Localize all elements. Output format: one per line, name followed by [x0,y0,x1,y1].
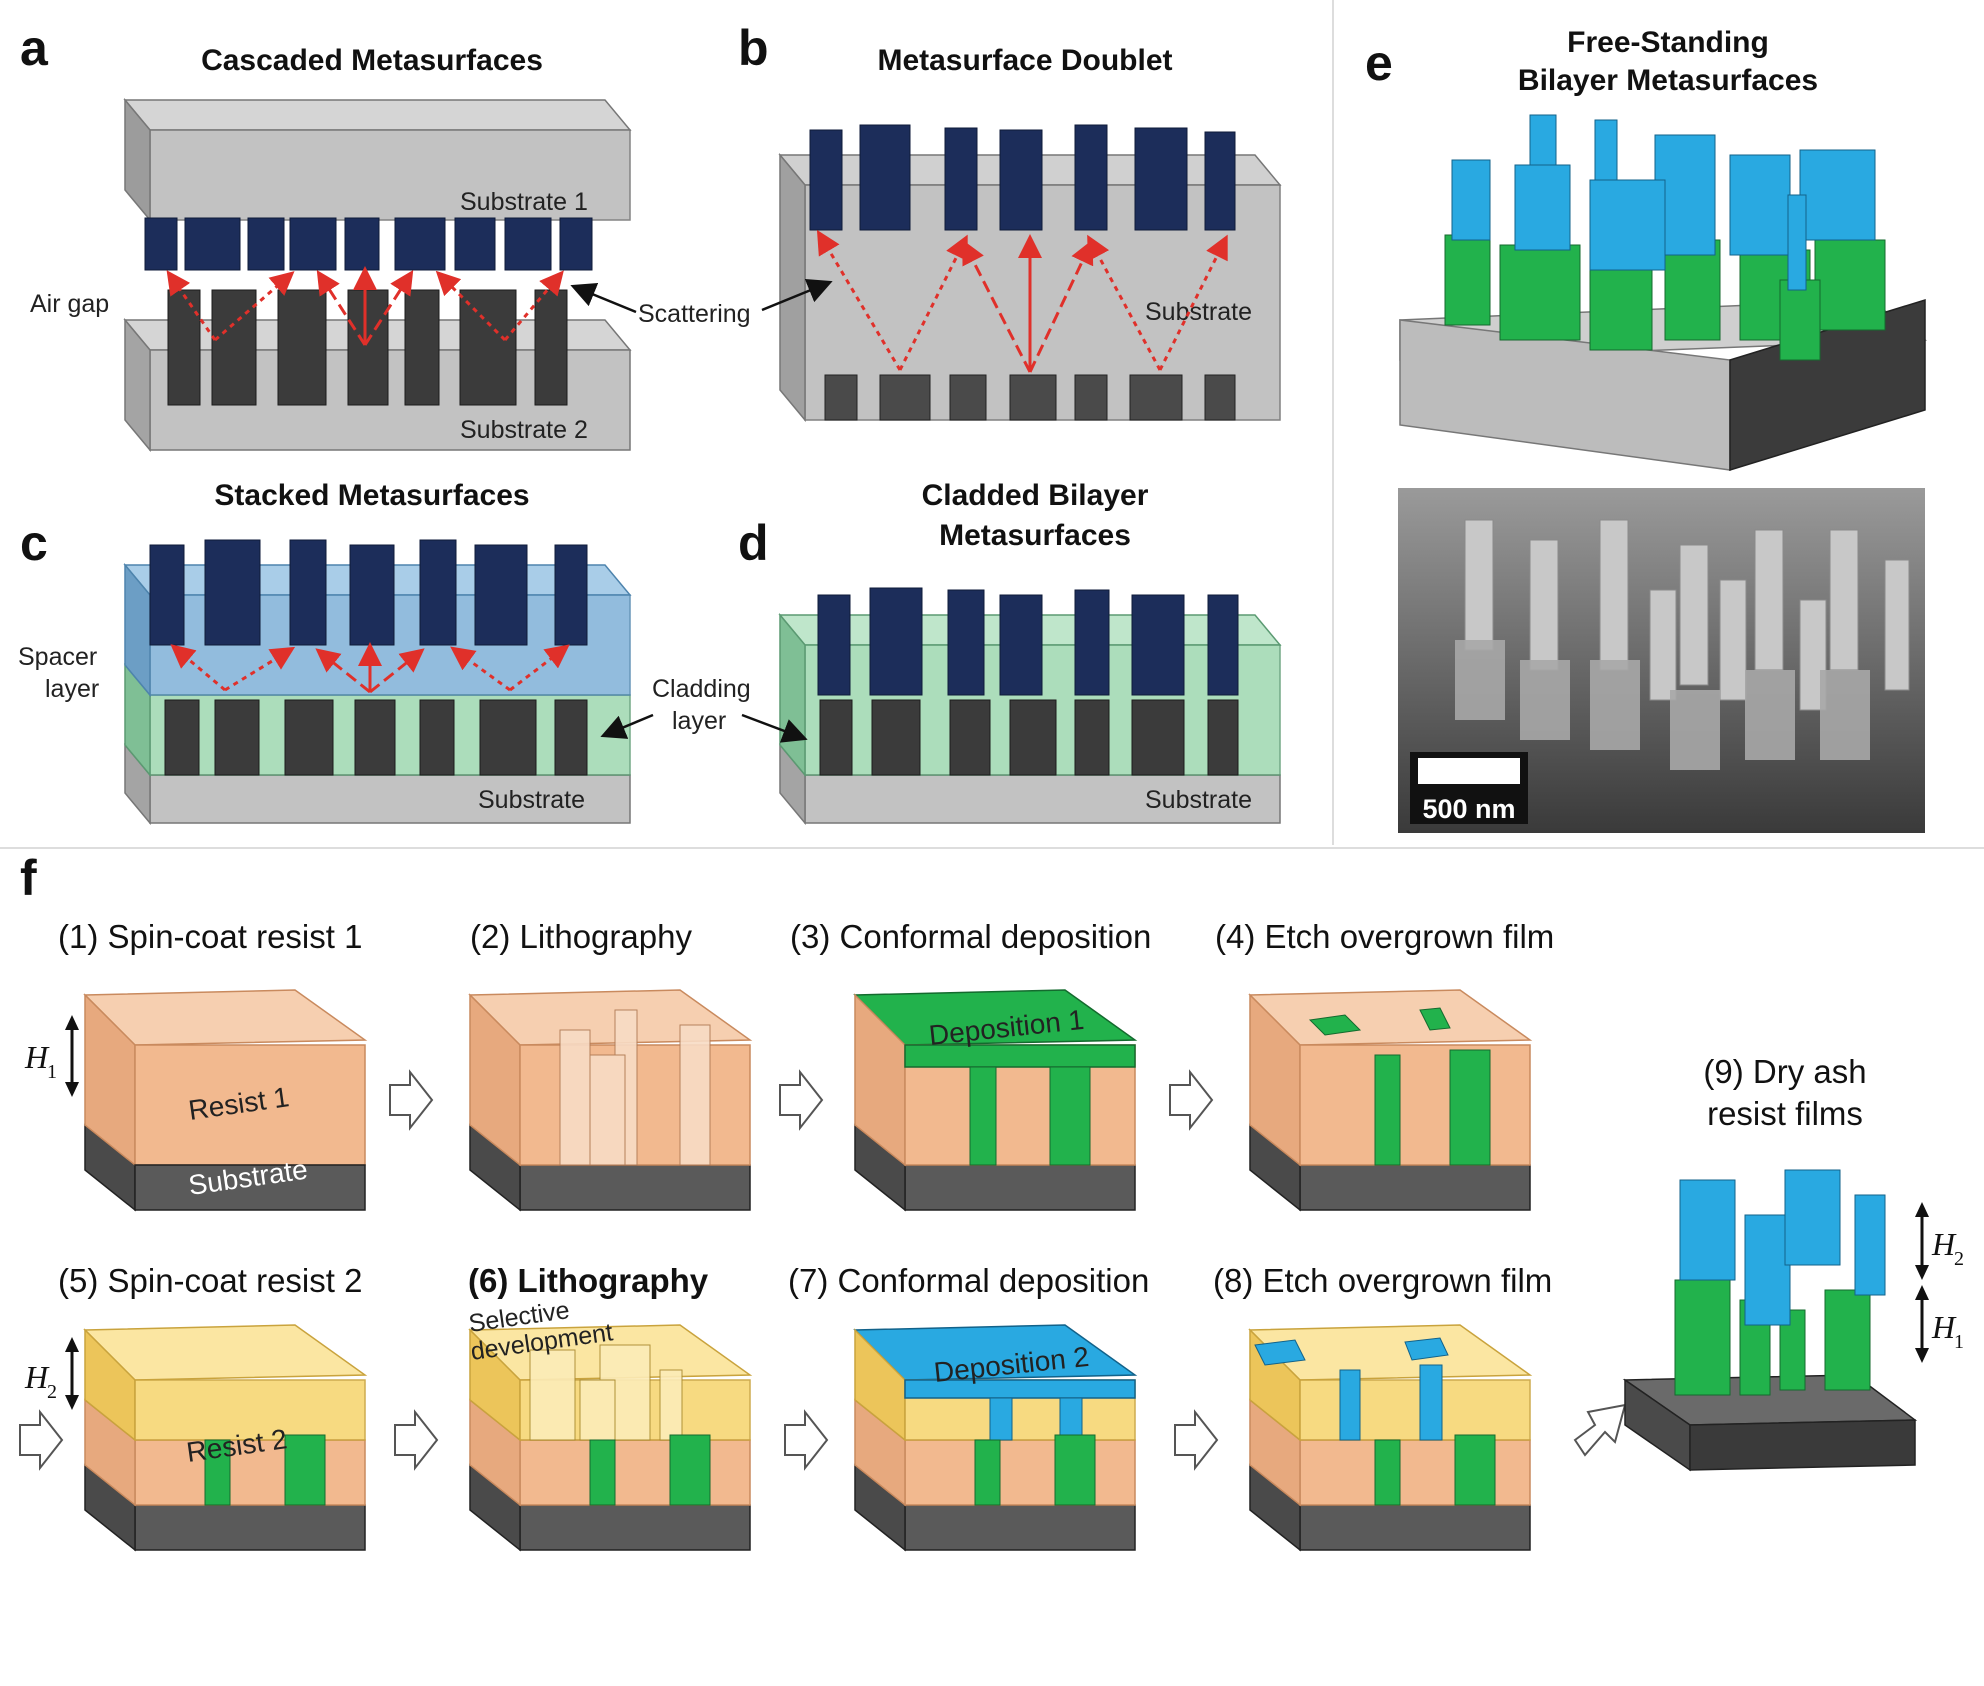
scattering-arrows-c [170,642,570,694]
step-2-box [468,989,753,1212]
scattering-pointer-b [761,279,833,312]
h1-label: H [24,1039,50,1075]
panel-f-letter: f [20,850,37,906]
cladded-top-pillars [817,587,1239,696]
cladding-pointer-d [741,713,808,743]
panel-b-letter: b [738,20,769,76]
panel-a: a Cascaded Metasurfaces Substrate 1 [20,20,751,453]
spacer-label-line2: layer [45,675,99,703]
panel-e-letter: e [1365,35,1393,91]
panel-b-title: Metasurface Doublet [877,44,1172,77]
cladding-label-line2: layer [672,707,726,735]
scale-bar [1418,758,1520,784]
step-3-title: (3) Conformal deposition [790,918,1151,955]
cladded-substrate-label: Substrate [1145,786,1252,814]
doublet-top-pillars [809,124,1236,231]
panel-d: d Cladded Bilayer Metasurfaces Substrate… [600,479,1282,826]
step-9-result: H 2 H 1 [1622,1169,1964,1472]
h2-subscript: 2 [47,1381,57,1403]
h1-label-right: H [1931,1309,1957,1345]
h2-indicator-left: H 2 [24,1337,79,1410]
cladding-label-line1: Cladding [652,675,751,703]
scale-bar-label: 500 nm [1422,794,1515,824]
step-3-box [853,989,1138,1212]
top-pillars [144,217,593,271]
substrate-1-label: Substrate 1 [460,188,588,216]
panel-e-title-line1: Free-Standing [1567,26,1769,59]
free-standing-blue-pillars [1451,114,1876,291]
process-arrows-row1 [389,1069,1214,1131]
h2-label: H [24,1359,50,1395]
h2-subscript-right: 2 [1954,1248,1964,1270]
step-4-title: (4) Etch overgrown film [1215,918,1554,955]
h1-indicator: H 1 [24,1015,79,1097]
panel-d-title-line2: Metasurfaces [939,519,1131,552]
doublet-substrate-label: Substrate [1145,298,1252,326]
substrate-2-label: Substrate 2 [460,416,588,444]
air-gap-label: Air gap [30,290,109,318]
panel-d-letter: d [738,515,769,571]
step-5-box [83,1324,368,1552]
cladded-bottom-pillars [819,699,1239,776]
step-6-title: (6) Lithography [468,1262,709,1299]
bottom-pillars [167,289,568,406]
sem-image: 500 nm [1398,488,1925,833]
stacked-top-pillars [149,539,588,646]
panel-e: e Free-Standing Bilayer Metasurfaces [1365,26,1928,833]
h1-indicator-right: H 1 [1915,1285,1964,1363]
step-5-title: (5) Spin-coat resist 2 [58,1262,362,1299]
step-6-box [468,1324,753,1552]
step-1-box [83,989,368,1212]
scattering-arrows-b [816,229,1228,373]
panel-d-title-line1: Cladded Bilayer [922,479,1149,512]
panel-e-title-line2: Bilayer Metasurfaces [1518,64,1818,97]
step-9-title-line1: (9) Dry ash [1703,1053,1866,1090]
step-8-title: (8) Etch overgrown film [1213,1262,1552,1299]
h1-subscript: 1 [47,1061,57,1083]
h2-indicator-right: H 2 [1915,1202,1964,1280]
h2-label-right: H [1931,1226,1957,1262]
panel-c-title: Stacked Metasurfaces [214,479,529,512]
step-8-box [1248,1324,1533,1552]
step-9-title-line2: resist films [1707,1095,1863,1132]
scattering-pointer-a [570,283,637,314]
h1-subscript-right: 1 [1954,1331,1964,1353]
stacked-substrate-label: Substrate [478,786,585,814]
step-1-title: (1) Spin-coat resist 1 [58,918,362,955]
panel-a-letter: a [20,20,49,76]
scattering-label: Scattering [638,300,751,328]
scattering-arrows-a [166,266,564,346]
panel-a-title: Cascaded Metasurfaces [201,44,543,77]
cladding-pointer-c [600,713,654,739]
panel-c-letter: c [20,515,48,571]
panel-f: f (1) Spin-coat resist 1 (2) Lithography… [19,850,1964,1552]
doublet-bottom-pillars [824,374,1236,421]
spacer-label-line1: Spacer [18,643,97,671]
step-2-title: (2) Lithography [470,918,692,955]
process-arrows-row2 [19,1403,1627,1471]
step-7-box [853,1324,1138,1552]
step-7-title: (7) Conformal deposition [788,1262,1149,1299]
stacked-bottom-pillars [164,699,588,776]
panel-c: c Stacked Metasurfaces [18,479,632,826]
step-4-box [1248,989,1533,1212]
panel-b: b Metasurface Doublet Substrate [738,20,1282,423]
